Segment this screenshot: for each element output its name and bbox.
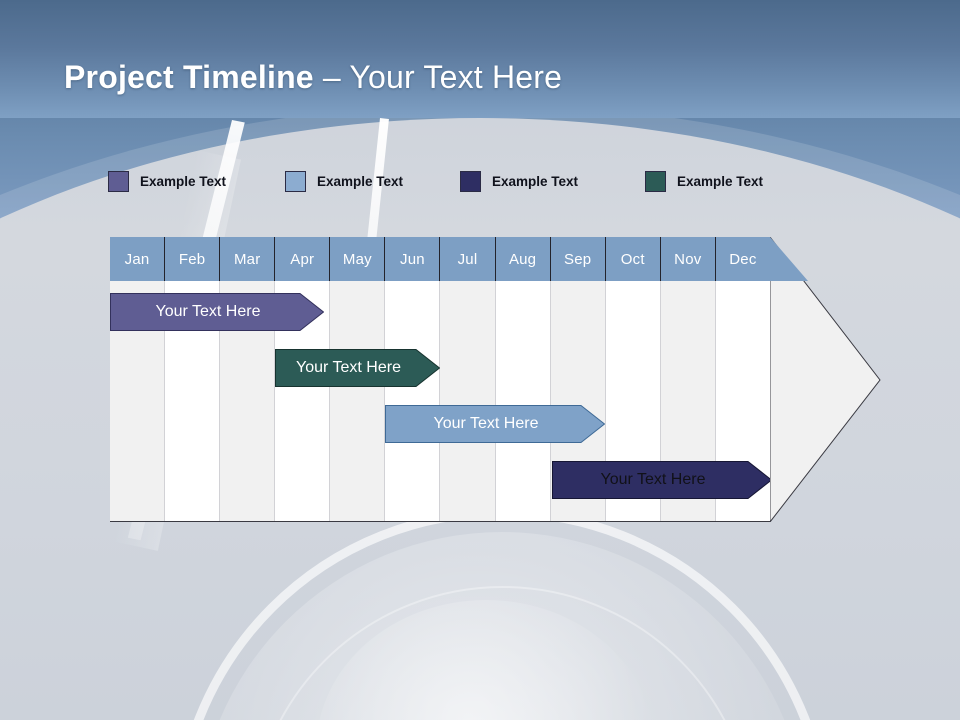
grid-column-aug <box>495 281 551 521</box>
task-bar-shape <box>110 293 324 331</box>
month-header-jul[interactable]: Jul <box>440 237 496 281</box>
background-sky-band <box>0 0 960 118</box>
page-title-rest: – Your Text Here <box>313 59 563 95</box>
legend-swatch-icon <box>108 170 129 192</box>
legend-swatch-icon <box>285 170 306 192</box>
legend-item-label: Example Text <box>677 173 764 189</box>
task-bar-2[interactable]: Your Text Here <box>385 405 605 443</box>
legend-item-0[interactable]: Example Text <box>108 168 226 194</box>
month-header-apr[interactable]: Apr <box>275 237 331 281</box>
legend-item-label: Example Text <box>140 173 227 189</box>
month-header-may[interactable]: May <box>330 237 386 281</box>
month-header-sep[interactable]: Sep <box>550 237 606 281</box>
grid-column-jun <box>385 281 441 521</box>
grid-column-may <box>330 281 386 521</box>
legend-item-1[interactable]: Example Text <box>285 168 403 194</box>
page-title: Project Timeline – Your Text Here <box>64 59 562 96</box>
page-title-bold: Project Timeline <box>64 59 314 95</box>
task-bar-shape <box>552 461 772 499</box>
timeline-arrow-head <box>770 237 882 522</box>
legend-swatch-icon <box>460 170 481 192</box>
legend: Example Text Example Text Example Text Exam… <box>108 168 828 196</box>
month-header-nov[interactable]: Nov <box>660 237 716 281</box>
task-bar-1[interactable]: Your Text Here <box>275 349 440 387</box>
task-bar-0[interactable]: Your Text Here <box>110 293 324 331</box>
month-header-aug[interactable]: Aug <box>495 237 551 281</box>
legend-item-label: Example Text <box>317 173 404 189</box>
legend-item-3[interactable]: Example Text <box>645 168 763 194</box>
task-bar-3[interactable]: Your Text Here <box>552 461 772 499</box>
task-bar-shape <box>385 405 605 443</box>
month-header-feb[interactable]: Feb <box>165 237 221 281</box>
month-header-jan[interactable]: Jan <box>110 237 166 281</box>
legend-swatch-icon <box>645 170 666 192</box>
task-bar-shape <box>275 349 440 387</box>
month-header-jun[interactable]: Jun <box>385 237 441 281</box>
legend-item-2[interactable]: Example Text <box>460 168 578 194</box>
legend-item-label: Example Text <box>492 173 579 189</box>
month-header-dec[interactable]: Dec <box>715 237 770 281</box>
month-header-mar[interactable]: Mar <box>220 237 276 281</box>
grid-column-jul <box>440 281 496 521</box>
month-header-oct[interactable]: Oct <box>605 237 661 281</box>
